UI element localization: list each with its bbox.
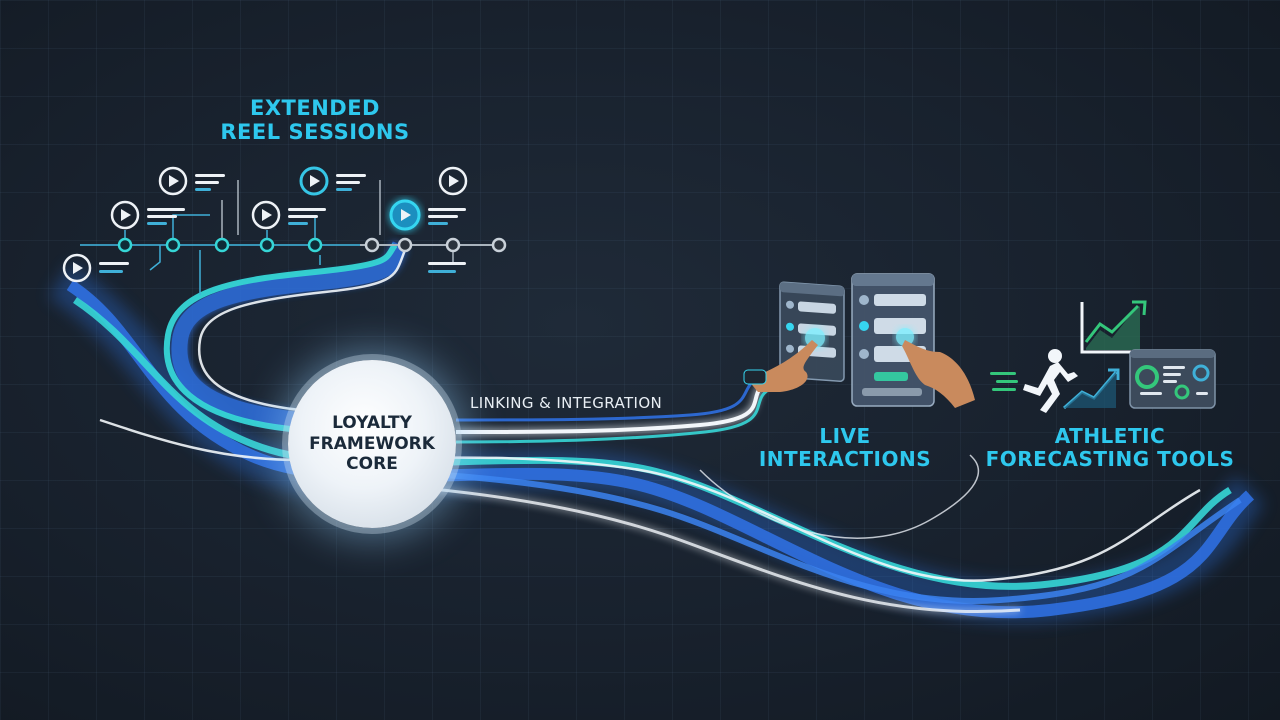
timeline-node [165,237,181,253]
play-icon [158,166,188,196]
linking-integration-label: LINKING & INTEGRATION [470,394,663,412]
video-item [62,253,129,283]
reel-title-line2: REEL SESSIONS [220,120,410,145]
reel-sessions-title: EXTENDED REEL SESSIONS [200,96,430,144]
core-line2: FRAMEWORK [309,433,435,454]
core-label: LOYALTY FRAMEWORK CORE [297,413,447,474]
video-item [389,199,466,231]
timeline-node [307,237,323,253]
video-item [110,200,185,230]
reel-title-line1: EXTENDED [250,96,380,120]
hand-left [743,340,818,392]
timeline-node [445,237,461,253]
video-item [251,200,326,230]
core-line3: CORE [346,454,398,475]
athletic-title-line2: FORECASTING TOOLS [985,447,1235,471]
play-icon [110,200,140,230]
timeline-node [397,237,413,253]
video-item [158,166,225,196]
timeline-node [259,237,275,253]
timeline-node [364,237,380,253]
play-icon [299,166,329,196]
play-icon [62,253,92,283]
video-item [299,166,366,196]
play-icon [389,199,421,231]
live-interactions-title: LIVE INTERACTIONS [740,425,950,471]
video-item [428,262,466,273]
play-icon [438,166,468,196]
athletic-title-line1: ATHLETIC [1054,424,1166,448]
video-item [438,166,468,196]
trend-chart-icon [1063,300,1147,410]
core-line1: LOYALTY [332,413,412,434]
chat-panel-right [851,273,935,407]
live-title-line1: LIVE [819,424,871,448]
reel-timeline [80,180,507,295]
loyalty-core-node: LOYALTY FRAMEWORK CORE [288,360,456,528]
timeline-node [491,237,507,253]
athletic-forecasting-title: ATHLETIC FORECASTING TOOLS [960,425,1260,471]
data-streams [48,241,1265,623]
reel-video-items [62,166,468,283]
live-title-line2: INTERACTIONS [758,447,932,471]
play-icon [251,200,281,230]
timeline-node [117,237,133,253]
hand-right [902,340,975,408]
runner-icon [990,349,1078,413]
timeline-node [214,237,230,253]
dashboard-icon [1129,349,1216,409]
touch-tablet-icon [743,273,975,408]
